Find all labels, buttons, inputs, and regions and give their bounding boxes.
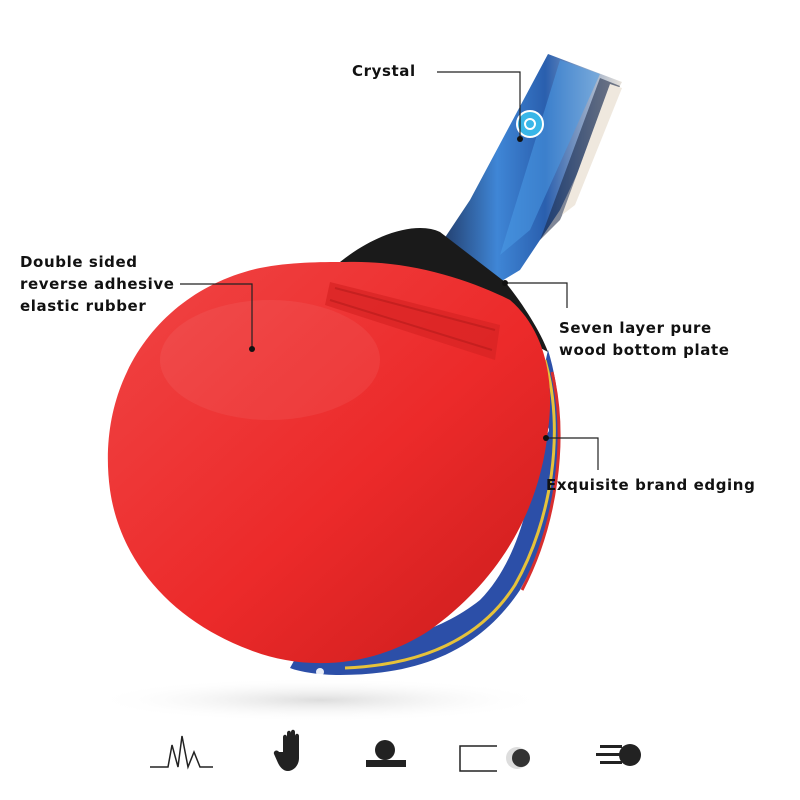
callout-wood-line-2: wood bottom plate: [559, 341, 730, 359]
paddle-handle: [430, 54, 622, 300]
callout-wood-plate: Seven layer pure wood bottom plate: [559, 317, 730, 361]
crystal-badge-icon: [516, 110, 544, 138]
callout-leaders: [180, 71, 599, 470]
callout-rubber-line-1: Double sided: [20, 253, 138, 271]
ball-bounce-icon: [366, 740, 406, 767]
spin-wave-icon: [150, 735, 213, 770]
brand-edging: [290, 350, 560, 675]
paddle-shadow: [90, 678, 550, 722]
callout-crystal: Crystal: [352, 60, 416, 82]
callout-edging: Exquisite brand edging: [546, 474, 755, 496]
callout-rubber-line-2: reverse adhesive: [20, 275, 175, 293]
hand-grip-icon: [273, 729, 299, 771]
fast-ball-icon: [596, 744, 641, 766]
callout-rubber-line-3: elastic rubber: [20, 297, 147, 315]
callout-wood-line-1: Seven layer pure: [559, 319, 712, 337]
rubber-logo-band: [325, 282, 500, 360]
callout-edging-text: Exquisite brand edging: [546, 476, 756, 494]
rubber-face: [107, 261, 551, 664]
callout-rubber: Double sided reverse adhesive elastic ru…: [20, 251, 175, 317]
callout-crystal-text: Crystal: [352, 62, 416, 80]
ball-speed-icon: [459, 745, 530, 772]
